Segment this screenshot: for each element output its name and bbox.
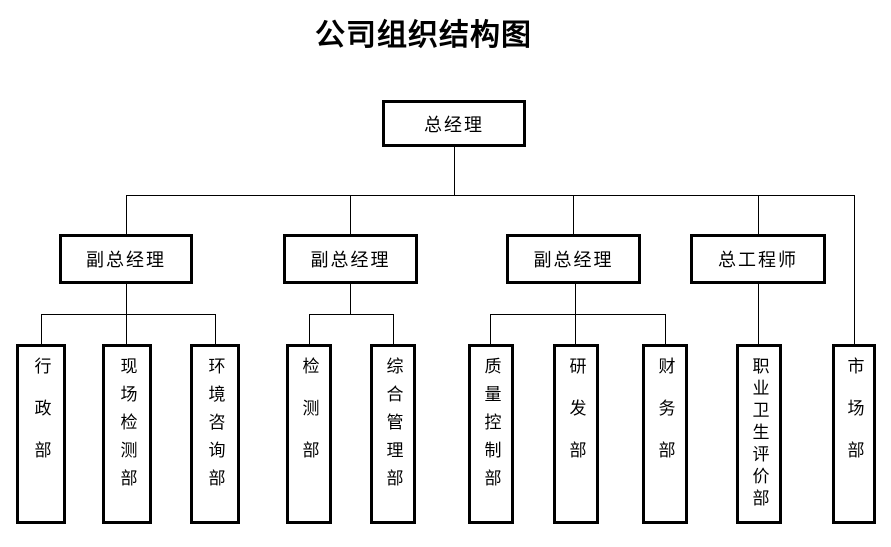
box-dept-environmental-consulting-label: 环境咨询部	[205, 357, 225, 497]
box-chief-engineer-label: 总工程师	[718, 250, 798, 270]
connector-drop-quality-control	[490, 314, 491, 344]
box-general-manager: 总经理	[382, 100, 526, 147]
box-deputy-general-manager-1: 副总经理	[59, 234, 193, 284]
box-dept-marketing-label: 市场部	[844, 357, 864, 483]
box-dept-marketing: 市场部	[832, 344, 876, 524]
box-dept-finance-label: 财务部	[655, 357, 675, 483]
box-deputy-general-manager-1-label: 副总经理	[86, 250, 166, 270]
box-deputy-general-manager-3-label: 副总经理	[533, 250, 614, 270]
connector-group1-rail	[41, 314, 216, 315]
box-dept-general-management-label: 综合管理部	[383, 357, 403, 497]
box-chief-engineer: 总工程师	[690, 234, 826, 284]
connector-drop-chief-engineer	[758, 195, 759, 234]
connector-level2-rail	[126, 195, 855, 196]
connector-drop-testing	[309, 314, 310, 344]
box-deputy-general-manager-2-label: 副总经理	[310, 250, 391, 270]
connector-root-drop	[454, 147, 455, 195]
connector-drop-deputy-2	[350, 195, 351, 234]
box-dept-research-development-label: 研发部	[566, 357, 586, 483]
box-dept-environmental-consulting: 环境咨询部	[190, 344, 240, 524]
box-dept-onsite-testing: 现场检测部	[102, 344, 152, 524]
connector-drop-finance	[665, 314, 666, 344]
box-deputy-general-manager-2: 副总经理	[283, 234, 418, 284]
chart-title: 公司组织结构图	[315, 19, 532, 52]
box-dept-administration-label: 行政部	[31, 357, 51, 483]
box-dept-quality-control: 质量控制部	[468, 344, 514, 524]
box-dept-onsite-testing-label: 现场检测部	[117, 357, 137, 497]
connector-drop-deputy-1	[126, 195, 127, 234]
box-general-manager-label: 总经理	[424, 114, 484, 135]
connector-group3-rail	[490, 314, 666, 315]
connector-drop-environmental-consulting	[215, 314, 216, 344]
box-deputy-general-manager-3: 副总经理	[506, 234, 641, 284]
connector-drop-deputy-3	[573, 195, 574, 234]
connector-drop-general-management	[393, 314, 394, 344]
box-dept-research-development: 研发部	[553, 344, 599, 524]
box-dept-testing-label: 检测部	[299, 357, 319, 483]
connector-drop-occupational-health	[758, 284, 759, 344]
connector-group2-rail	[309, 314, 394, 315]
box-dept-occupational-health-evaluation-label: 职业卫生评价部	[749, 357, 769, 511]
box-dept-general-management: 综合管理部	[370, 344, 416, 524]
connector-drop-marketing	[854, 195, 855, 344]
box-dept-quality-control-label: 质量控制部	[481, 357, 501, 497]
connector-group2-stem	[350, 284, 351, 314]
box-dept-testing: 检测部	[286, 344, 332, 524]
box-dept-administration: 行政部	[16, 344, 66, 524]
connector-drop-administration	[41, 314, 42, 344]
box-dept-occupational-health-evaluation: 职业卫生评价部	[736, 344, 782, 524]
box-dept-finance: 财务部	[642, 344, 688, 524]
